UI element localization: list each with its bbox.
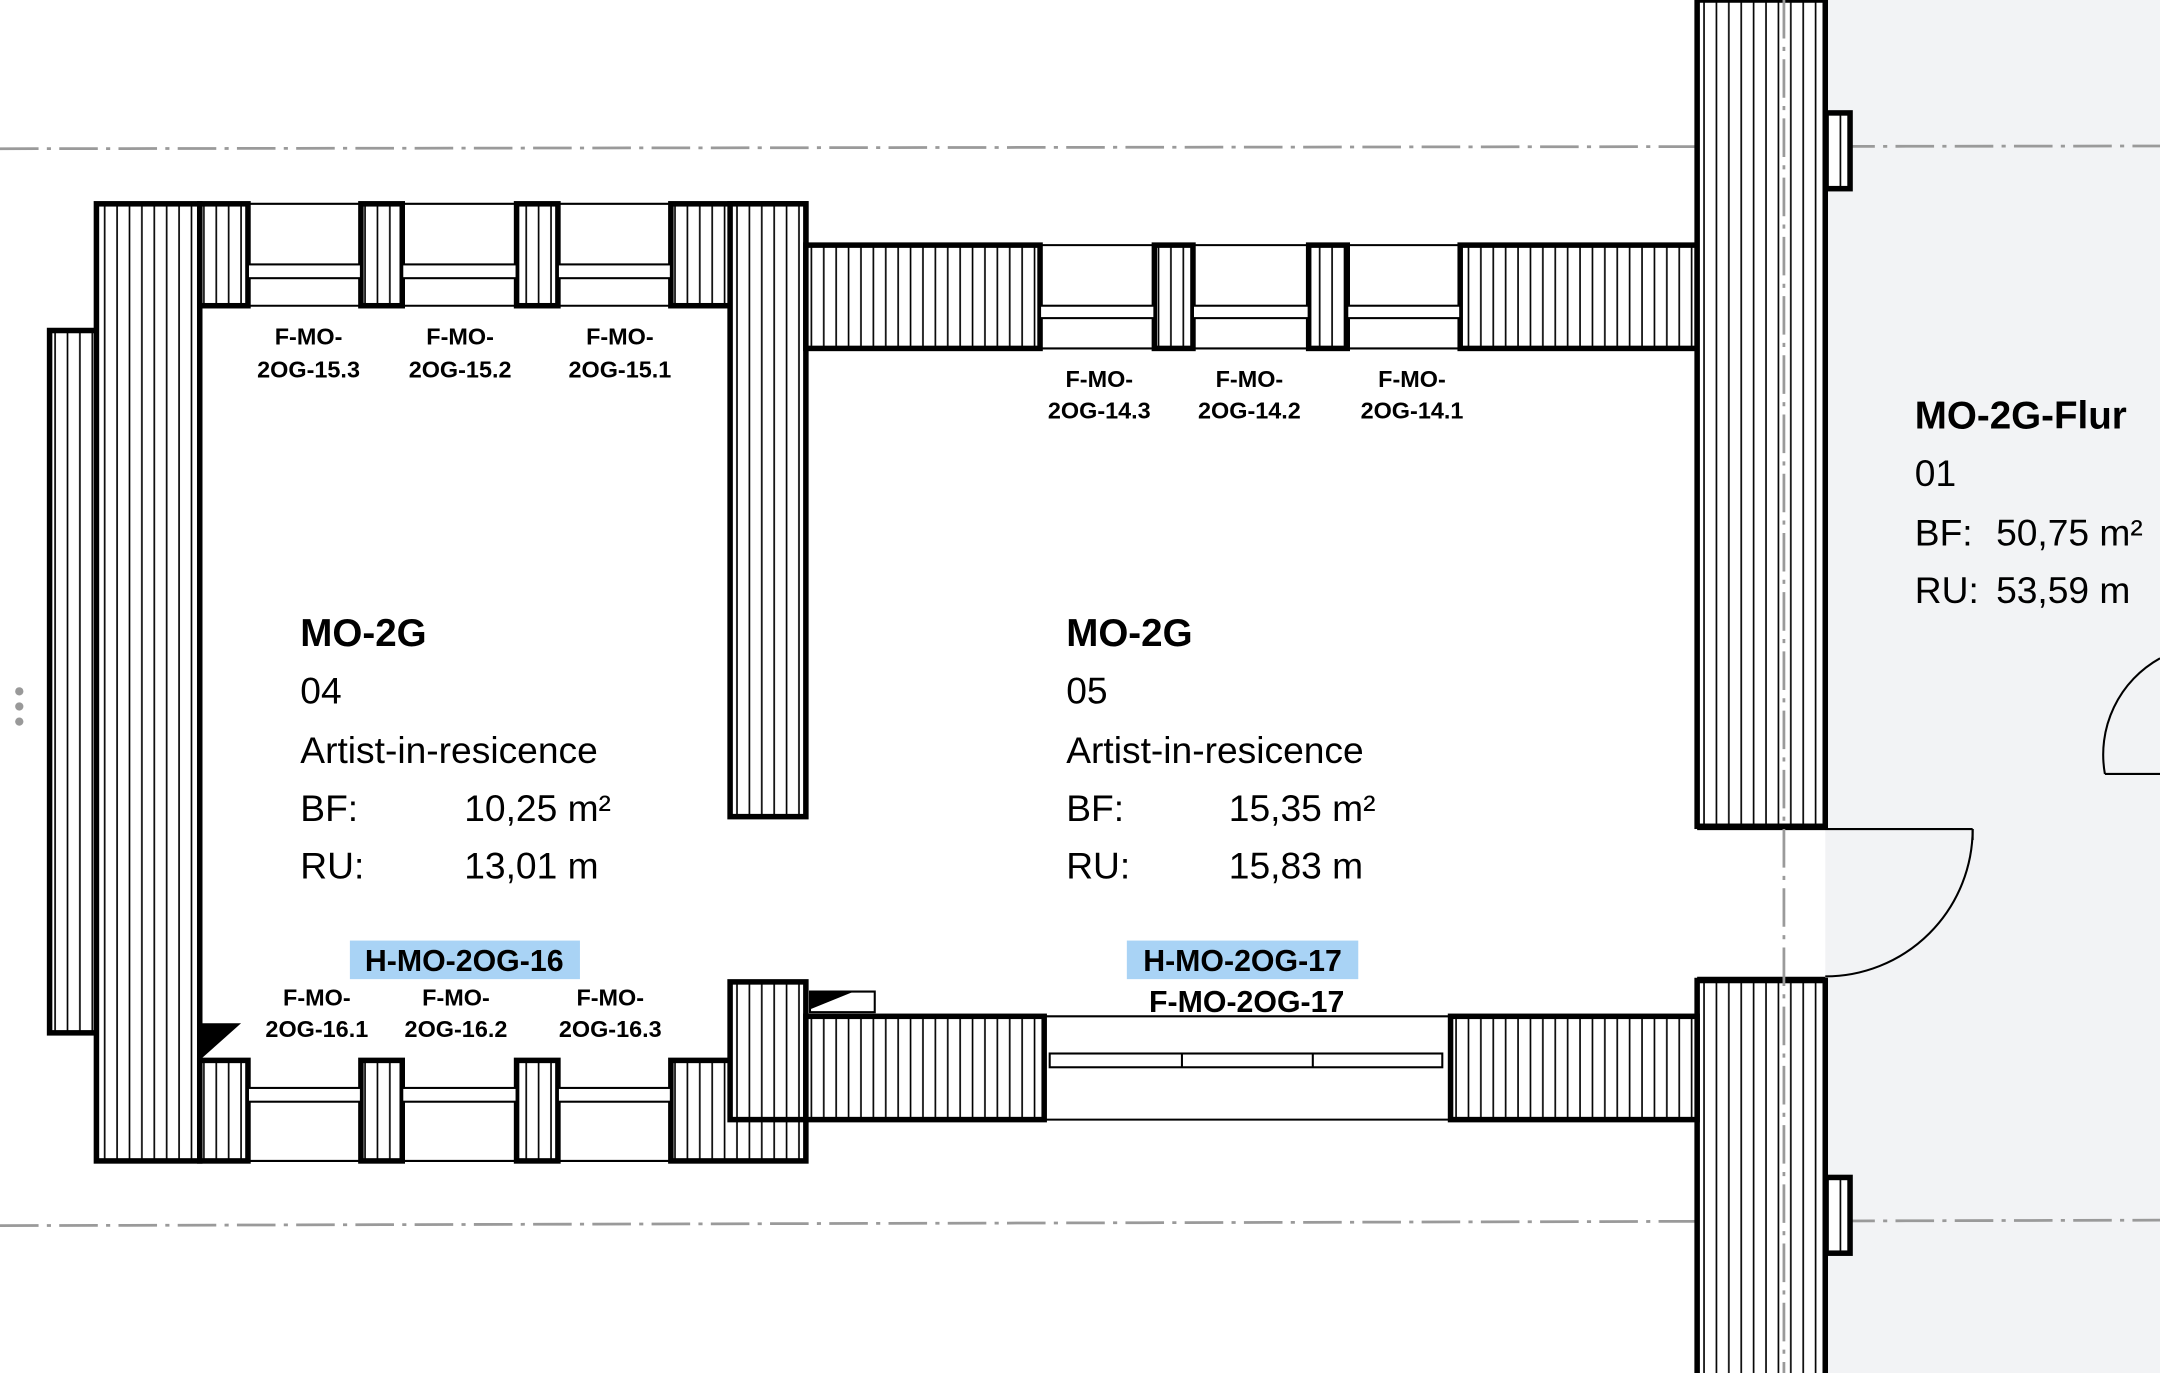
svg-text:F-MO-: F-MO-	[1216, 366, 1284, 392]
door[interactable]	[1697, 657, 2160, 979]
window-labels-top-05: F-MO- 2OG-14.3 F-MO- 2OG-14.2 F-MO- 2OG-…	[1048, 366, 1464, 424]
svg-text:F-MO-: F-MO-	[1065, 366, 1133, 392]
svg-text:2OG-14.1: 2OG-14.1	[1361, 398, 1464, 424]
windows	[202, 202, 1462, 1162]
svg-text:F-MO-: F-MO-	[275, 323, 343, 349]
svg-text:F-MO-: F-MO-	[426, 323, 494, 349]
svg-text:RU:: RU:	[1066, 845, 1130, 887]
svg-text:2OG-14.3: 2OG-14.3	[1048, 398, 1151, 424]
svg-text:RU:: RU:	[1915, 569, 1979, 611]
svg-text:04: 04	[300, 670, 341, 712]
window-labels-bottom-04: F-MO- 2OG-16.1 F-MO- 2OG-16.2 F-MO- 2OG-…	[265, 984, 661, 1042]
svg-text:F-MO-: F-MO-	[586, 323, 654, 349]
svg-text:2OG-15.2: 2OG-15.2	[409, 356, 512, 382]
svg-text:2OG-16.3: 2OG-16.3	[559, 1016, 662, 1042]
svg-text:MO-2G: MO-2G	[300, 612, 426, 655]
panel-resize-handle[interactable]	[15, 687, 24, 726]
svg-text:10,25 m²: 10,25 m²	[464, 787, 611, 829]
door-arc-corridor	[2102, 657, 2160, 775]
room-label-05[interactable]: MO-2G 05 Artist-in-resicence BF: 15,35 m…	[1066, 612, 1375, 887]
svg-text:2OG-16.1: 2OG-16.1	[265, 1016, 368, 1042]
svg-text:F-MO-: F-MO-	[576, 984, 644, 1010]
svg-text:15,35 m²: 15,35 m²	[1229, 787, 1376, 829]
svg-text:05: 05	[1066, 670, 1107, 712]
svg-text:2OG-15.1: 2OG-15.1	[568, 356, 671, 382]
svg-text:H-MO-2OG-16: H-MO-2OG-16	[365, 945, 564, 978]
svg-text:2OG-15.3: 2OG-15.3	[257, 356, 360, 382]
svg-text:Artist-in-resicence: Artist-in-resicence	[300, 729, 597, 771]
svg-text:53,59 m: 53,59 m	[1996, 569, 2130, 611]
svg-text:F-MO-: F-MO-	[283, 984, 351, 1010]
window-labels-top-04: F-MO- 2OG-15.3 F-MO- 2OG-15.2 F-MO- 2OG-…	[257, 323, 671, 382]
svg-text:F-MO-: F-MO-	[422, 984, 490, 1010]
svg-text:BF:: BF:	[1066, 787, 1124, 829]
svg-text:2OG-14.2: 2OG-14.2	[1198, 398, 1301, 424]
svg-text:F-MO-: F-MO-	[1378, 366, 1446, 392]
room-label-flur[interactable]: MO-2G-Flur 01 BF: 50,75 m² RU: 53,59 m	[1915, 394, 2143, 611]
svg-text:13,01 m: 13,01 m	[464, 845, 598, 887]
svg-text:Artist-in-resicence: Artist-in-resicence	[1066, 729, 1363, 771]
tag-h-mo-2og-16[interactable]: H-MO-2OG-16	[349, 940, 580, 980]
svg-text:2OG-16.2: 2OG-16.2	[405, 1016, 508, 1042]
svg-text:MO-2G-Flur: MO-2G-Flur	[1915, 394, 2127, 437]
svg-text:50,75 m²: 50,75 m²	[1996, 511, 2143, 553]
svg-text:15,83 m: 15,83 m	[1229, 845, 1363, 887]
svg-text:BF:: BF:	[1915, 511, 1973, 553]
svg-text:BF:: BF:	[300, 787, 358, 829]
corridor-area	[1825, 0, 2160, 1373]
svg-text:MO-2G: MO-2G	[1066, 612, 1192, 655]
window-label-bottom-05: F-MO-2OG-17	[1149, 986, 1344, 1019]
walls	[46, 0, 1853, 1373]
svg-text:H-MO-2OG-17: H-MO-2OG-17	[1143, 945, 1342, 978]
svg-text:01: 01	[1915, 452, 1956, 494]
room-label-04[interactable]: MO-2G 04 Artist-in-resicence BF: 10,25 m…	[300, 612, 611, 887]
tag-h-mo-2og-17[interactable]: H-MO-2OG-17	[1126, 940, 1359, 980]
svg-text:RU:: RU:	[300, 845, 364, 887]
